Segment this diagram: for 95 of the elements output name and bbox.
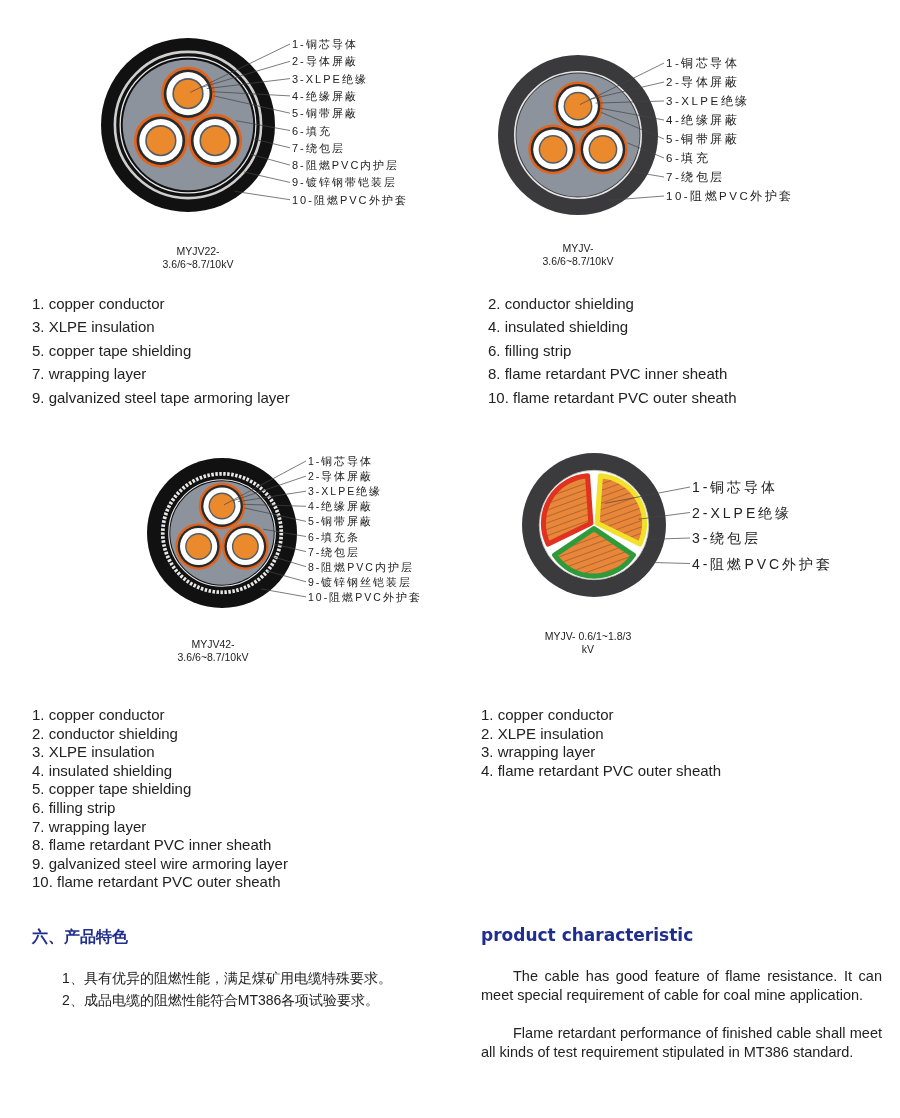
layer-label: 4-绝缘屏蔽 bbox=[292, 87, 358, 104]
model-caption: MYJV42- 3.6/6~8.7/10kV bbox=[176, 638, 250, 664]
list-item: 1. copper conductor bbox=[32, 706, 165, 724]
list-item: 2. conductor shielding bbox=[488, 295, 634, 313]
layer-label: 5-铜带屏蔽 bbox=[292, 105, 358, 122]
list-item: 10. flame retardant PVC outer sheath bbox=[488, 388, 737, 407]
layer-label: 3-绕包层 bbox=[692, 530, 762, 546]
leader-line bbox=[250, 154, 291, 166]
list-item: 2. XLPE insulation bbox=[481, 724, 604, 743]
leader-line bbox=[223, 460, 307, 506]
leader-line bbox=[237, 490, 307, 503]
leader-line bbox=[267, 570, 307, 583]
layer-label: 1-铜芯导体 bbox=[692, 479, 779, 495]
layer-label: 3-XLPE绝缘 bbox=[308, 483, 383, 500]
leader-line bbox=[190, 43, 291, 93]
leader-line bbox=[243, 171, 291, 183]
leader-line bbox=[213, 95, 291, 114]
layer-label: 10-阻燃PVC外护套 bbox=[292, 191, 408, 208]
leader-line bbox=[627, 142, 665, 159]
list-item: 7. wrapping layer bbox=[32, 817, 147, 836]
layer-label: 5-铜带屏蔽 bbox=[666, 131, 740, 147]
layer-label: 1-铜芯导体 bbox=[308, 453, 374, 469]
layer-label: 1-铜芯导体 bbox=[292, 36, 358, 52]
list-item: 7. wrapping layer bbox=[32, 365, 147, 384]
leader-line bbox=[244, 507, 307, 522]
layer-label: 2-XLPE绝缘 bbox=[692, 504, 793, 521]
leader-line bbox=[273, 543, 307, 552]
layer-label: 2-导体屏蔽 bbox=[308, 468, 374, 485]
leader-line bbox=[598, 107, 665, 121]
list-item: 3. XLPE insulation bbox=[32, 318, 155, 337]
list-item: 6. filling strip bbox=[32, 799, 116, 817]
layer-label: 6-填充 bbox=[666, 150, 711, 166]
layer-label: 8-阻燃PVC内护层 bbox=[308, 558, 414, 575]
list-item: 2. conductor shielding bbox=[32, 724, 178, 743]
leader-line bbox=[210, 91, 291, 97]
layer-label: 6-填充条 bbox=[308, 528, 361, 545]
model-caption: MYJV- 0.6/1~1.8/3 kV bbox=[543, 630, 633, 656]
list-item: 5. copper tape shielding bbox=[32, 341, 192, 360]
leader-line bbox=[235, 120, 291, 131]
leader-line bbox=[262, 528, 307, 537]
leader-line bbox=[595, 100, 665, 104]
layer-label: 2-导体屏蔽 bbox=[666, 74, 740, 90]
layer-label: 1-铜芯导体 bbox=[666, 55, 740, 71]
paragraph: Flame retardant performance of finished cable shall meet all kinds of test requirement stipulated in MT386 standard. bbox=[481, 1024, 882, 1062]
leader-line bbox=[201, 60, 291, 88]
list-item: 2、成品电缆的阻燃性能符合MT386各项试验要求。 bbox=[62, 991, 380, 1009]
leader-line bbox=[253, 138, 291, 149]
list-item: 4. insulated shielding bbox=[488, 318, 629, 337]
leader-line bbox=[241, 503, 307, 507]
list-item: 8. flame retardant PVC inner sheath bbox=[488, 365, 728, 384]
leader-line bbox=[271, 556, 307, 568]
list-item: 1. copper conductor bbox=[32, 295, 165, 313]
layer-label: 5-铜带屏蔽 bbox=[308, 513, 374, 530]
layer-label: 2-导体屏蔽 bbox=[292, 53, 358, 70]
list-item: 6. filling strip bbox=[488, 341, 572, 360]
layer-label: 3-XLPE绝缘 bbox=[666, 93, 750, 109]
list-item: 10. flame retardant PVC outer sheath bbox=[32, 873, 281, 892]
leader-line bbox=[260, 588, 307, 598]
model-caption: MYJV- 3.6/6~8.7/10kV bbox=[541, 242, 615, 268]
layer-label: 7-绕包层 bbox=[666, 169, 725, 185]
layer-label: 8-阻燃PVC内护层 bbox=[292, 157, 400, 174]
layer-label: 7-绕包层 bbox=[292, 139, 345, 156]
layer-label: 4-绝缘屏蔽 bbox=[666, 112, 740, 128]
list-item: 4. insulated shielding bbox=[32, 761, 173, 780]
list-item: 3. wrapping layer bbox=[481, 743, 596, 762]
list-item: 5. copper tape shielding bbox=[32, 780, 192, 799]
list-item: 9. galvanized steel wire armoring layer bbox=[32, 854, 288, 873]
layer-label: 10-阻燃PVC外护套 bbox=[308, 588, 422, 605]
layer-label: 7-绕包层 bbox=[308, 543, 361, 560]
list-item: 3. XLPE insulation bbox=[32, 743, 155, 762]
layer-label: 10-阻燃PVC外护套 bbox=[666, 188, 794, 204]
leader-line bbox=[233, 475, 307, 501]
layer-label: 9-镀锌钢带铠装层 bbox=[292, 174, 397, 191]
list-item: 1、具有优异的阻燃性能，满足煤矿用电缆特殊要求。 bbox=[62, 969, 392, 987]
layer-label: 6-填充 bbox=[292, 122, 332, 139]
leader-line bbox=[589, 81, 665, 100]
layer-label: 9-镀锌钢丝铠装层 bbox=[308, 573, 413, 590]
list-item: 1. copper conductor bbox=[481, 706, 614, 724]
layer-label: 3-XLPE绝缘 bbox=[292, 70, 368, 87]
leader-line bbox=[579, 62, 665, 105]
layer-label: 4-绝缘屏蔽 bbox=[308, 498, 374, 515]
model-caption: MYJV22- 3.6/6~8.7/10kV bbox=[161, 245, 235, 271]
leader-line bbox=[206, 78, 291, 89]
paragraph: The cable has good feature of flame resistance. It can meet special requirement of cable for coal mine application. bbox=[481, 967, 882, 1005]
list-item: 4. flame retardant PVC outer sheath bbox=[481, 761, 722, 780]
leader-line bbox=[600, 112, 665, 140]
leader-line bbox=[629, 170, 665, 178]
list-item: 9. galvanized steel tape armoring layer bbox=[32, 388, 290, 407]
leader-line bbox=[234, 190, 291, 201]
list-item: 8. flame retardant PVC inner sheath bbox=[32, 836, 272, 855]
section-heading: 六、产品特色 bbox=[32, 928, 128, 946]
layer-label: 4-阻燃PVC外护套 bbox=[692, 555, 834, 572]
leader-line bbox=[638, 512, 691, 520]
leader-line bbox=[604, 486, 691, 504]
section-heading: product characteristic bbox=[481, 926, 694, 944]
